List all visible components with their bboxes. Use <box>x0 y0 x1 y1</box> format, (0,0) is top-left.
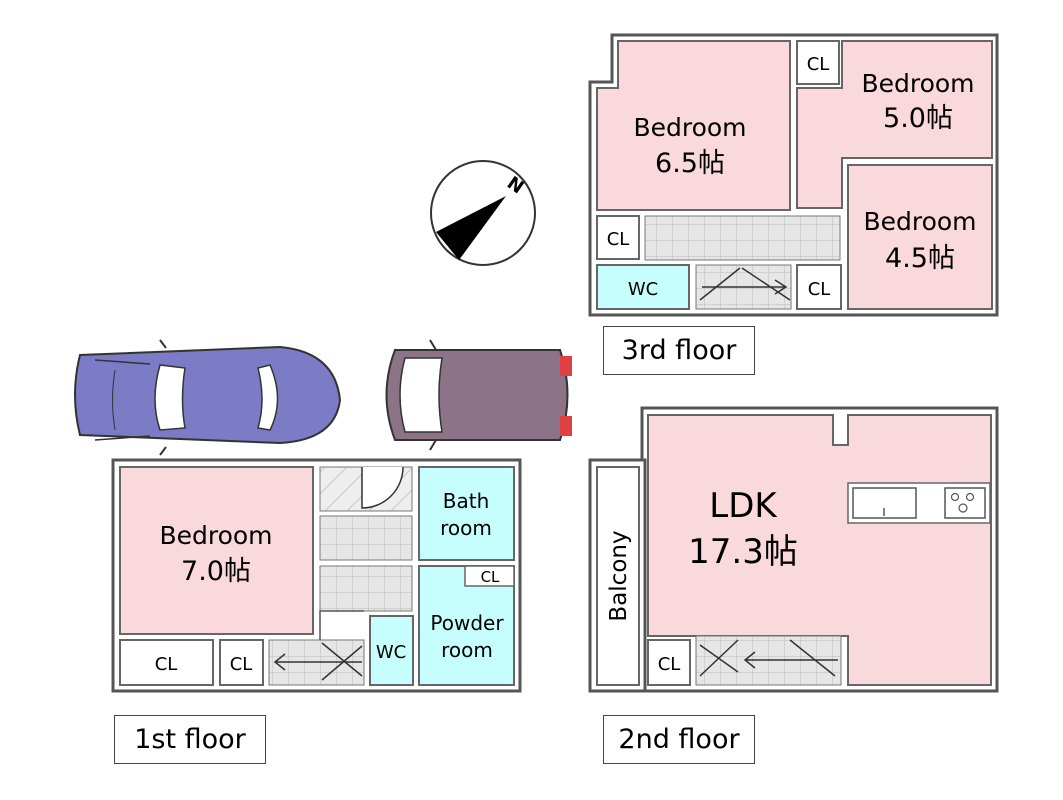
room-labels: Bedroom 6.5帖 Bedroom 5.0帖 Bedroom 4.5帖 C… <box>155 54 977 675</box>
f2-ldk-size: 17.3帖 <box>688 532 798 572</box>
f2-balcony-label: Balcony <box>606 530 632 621</box>
f3-bedroom-b-room <box>796 40 993 209</box>
f3-bedroom-c-size: 4.5帖 <box>885 243 955 274</box>
f3-bedroom-b-name: Bedroom <box>861 69 974 98</box>
f3-cl-1-box <box>796 40 840 85</box>
f3-wc-room <box>596 264 690 310</box>
f1-cl-1-box <box>119 639 214 686</box>
entrance-door-swing <box>361 466 404 509</box>
car-minivan <box>385 339 572 451</box>
third-floor-label: 3rd floor <box>603 326 755 375</box>
f1-bath-line1: Bath <box>443 489 490 513</box>
f1-bedroom-room <box>119 466 314 635</box>
f1-bath-line2: room <box>440 516 492 540</box>
first-floor-label: 1st floor <box>114 715 266 764</box>
second-floor-label: 2nd floor <box>603 715 755 764</box>
f1-cl-3-box <box>464 565 515 587</box>
f2-cl-label: CL <box>658 654 681 675</box>
north-compass <box>430 160 536 266</box>
f1-bath-room <box>418 466 515 561</box>
f1-wc-label: WC <box>376 642 406 663</box>
f3-bedroom-a-room <box>596 40 791 211</box>
f1-bedroom-size: 7.0帖 <box>181 556 251 587</box>
f3-cl-1-label: CL <box>807 54 830 75</box>
f1-cl-2-label: CL <box>230 654 253 675</box>
f3-bedroom-c-room <box>847 164 993 310</box>
car-sedan <box>74 339 342 456</box>
f1-bedroom-name: Bedroom <box>159 521 272 550</box>
third-floor-plan <box>588 33 999 317</box>
f3-bedroom-c-name: Bedroom <box>863 207 976 236</box>
f1-cl-1-label: CL <box>155 654 178 675</box>
f2-balcony-area <box>596 466 640 686</box>
f3-bedroom-a-size: 6.5帖 <box>655 148 725 179</box>
f3-cl-2-box <box>596 215 640 260</box>
f3-cl-2-label: CL <box>607 229 630 250</box>
kitchen-stove <box>944 487 986 519</box>
f1-cl-2-box <box>219 639 264 686</box>
f1-wc-room <box>369 615 414 686</box>
f3-cl-3-label: CL <box>808 279 831 300</box>
f3-bedroom-b-size: 5.0帖 <box>883 103 953 134</box>
f1-cl-3-label: CL <box>481 568 500 586</box>
f3-cl-3-box <box>796 264 842 310</box>
f3-bedroom-a-name: Bedroom <box>633 113 746 142</box>
f1-powder-line1: Powder <box>430 611 504 635</box>
f2-cl-box <box>647 639 691 686</box>
f2-ldk-name: LDK <box>709 486 778 526</box>
f1-powder-line2: room <box>441 638 493 662</box>
first-floor-plan <box>111 458 522 693</box>
second-floor-plan <box>588 406 999 693</box>
f3-wc-label: WC <box>628 279 658 300</box>
